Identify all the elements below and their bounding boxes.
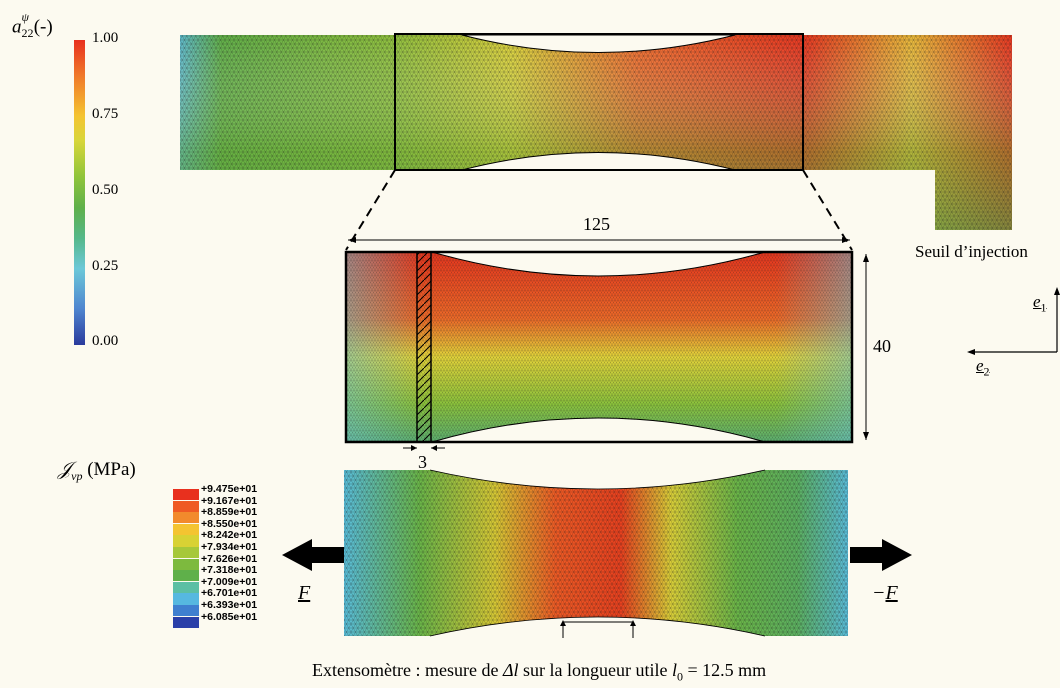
force-left-label: F bbox=[298, 582, 311, 604]
e1-label: e1 bbox=[1033, 292, 1047, 315]
legend-value: +7.318e+01 bbox=[201, 564, 258, 577]
dim-strip-label: 3 bbox=[418, 452, 427, 472]
injection-gate-label: Seuil d’injection bbox=[915, 242, 1028, 261]
zoom-frame bbox=[394, 33, 804, 171]
zoom-line-left bbox=[345, 169, 396, 251]
legend-swatch bbox=[173, 500, 199, 512]
force-right-label: −F bbox=[872, 582, 898, 604]
axes-icon bbox=[967, 287, 1060, 355]
extensometer-bracket bbox=[562, 621, 634, 638]
legend-swatch bbox=[173, 535, 199, 547]
legend-value: +8.550e+01 bbox=[201, 517, 258, 530]
dim-height-label: 40 bbox=[873, 336, 891, 356]
legend-value: +6.085e+01 bbox=[201, 610, 258, 623]
force-arrow-right bbox=[850, 539, 912, 571]
top-plate-field bbox=[180, 34, 1012, 230]
legend-swatch bbox=[173, 523, 199, 536]
e2-label: e2 bbox=[976, 356, 990, 379]
legend-value: +8.859e+01 bbox=[201, 506, 258, 519]
dim-length-label: 125 bbox=[583, 214, 610, 234]
legend-swatch bbox=[173, 616, 199, 628]
legend-swatch bbox=[173, 547, 199, 559]
zoom-line-right bbox=[802, 169, 853, 251]
legend-value: +9.475e+01 bbox=[201, 483, 258, 495]
legend-value: +8.242e+01 bbox=[201, 529, 258, 542]
colorbar-tick: 0.75 bbox=[92, 106, 119, 122]
colorbar-title: a22ψ (-) bbox=[12, 10, 53, 41]
legend-value: +7.009e+01 bbox=[201, 575, 258, 588]
legend-value: +7.934e+01 bbox=[201, 541, 258, 553]
legend-swatch bbox=[173, 489, 199, 501]
legend-value: +6.701e+01 bbox=[201, 587, 258, 600]
stress-legend-title: 𝒥vp (MPa) bbox=[58, 459, 136, 483]
legend-swatch bbox=[173, 593, 199, 605]
legend-swatch bbox=[173, 512, 199, 524]
force-arrow-left bbox=[282, 539, 344, 571]
colorbar-tick: 1.00 bbox=[92, 30, 119, 46]
colorbar-tick: 0.00 bbox=[92, 333, 119, 349]
legend-value: +9.167e+01 bbox=[201, 494, 258, 507]
colorbar bbox=[74, 40, 85, 345]
figure-caption: Extensomètre : mesure de Δl sur la longu… bbox=[312, 660, 767, 684]
legend-swatch bbox=[173, 570, 199, 582]
legend-swatch bbox=[173, 581, 199, 594]
hatched-strip bbox=[416, 251, 432, 443]
zoom-specimen-frame bbox=[344, 250, 854, 444]
legend-value: +7.626e+01 bbox=[201, 552, 258, 565]
colorbar-tick: 0.50 bbox=[92, 182, 119, 198]
legend-swatch bbox=[173, 558, 199, 570]
legend-value: +6.393e+01 bbox=[201, 599, 258, 611]
stress-specimen-field bbox=[344, 469, 848, 637]
legend-swatch bbox=[173, 605, 199, 617]
colorbar-tick: 0.25 bbox=[92, 258, 119, 274]
